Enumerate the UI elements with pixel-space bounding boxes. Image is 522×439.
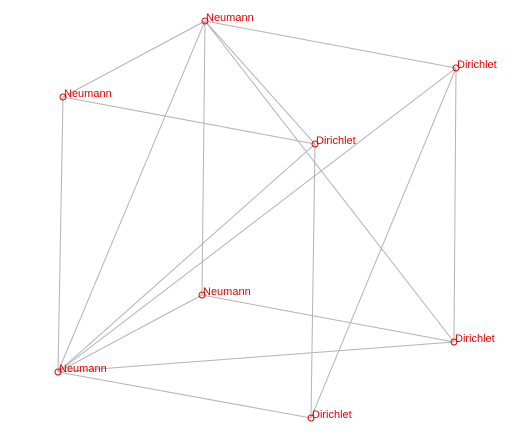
edge-n1-n6 <box>57 20 206 373</box>
node-n6: Neumann <box>54 363 107 376</box>
edge-n3-n6 <box>57 67 457 373</box>
edge-n1-n4 <box>204 20 316 145</box>
node-n7: Dirichlet <box>450 333 495 346</box>
node-marker <box>452 64 460 72</box>
node-marker <box>201 17 209 25</box>
node-marker <box>450 338 458 346</box>
node-n3: Dirichlet <box>452 59 497 72</box>
node-label: Neumann <box>203 286 251 298</box>
node-n2: Neumann <box>59 88 112 101</box>
edge-layer <box>57 20 457 419</box>
node-layer: NeumannNeumannDirichletDirichletNeumannN… <box>54 12 497 422</box>
edge-n2-n6 <box>57 96 64 373</box>
node-label: Dirichlet <box>312 409 352 421</box>
node-n4: Dirichlet <box>311 135 356 148</box>
edge-n1-n3 <box>204 20 457 69</box>
edge-n5-n6 <box>57 294 203 373</box>
edge-n5-n7 <box>201 294 455 343</box>
node-label: Neumann <box>64 88 112 100</box>
node-label: Neumann <box>59 363 107 375</box>
edge-n3-n8 <box>310 67 457 419</box>
node-label: Neumann <box>206 12 254 24</box>
node-marker <box>59 93 67 101</box>
node-n8: Dirichlet <box>307 409 352 422</box>
edge-n4-n6 <box>57 143 316 373</box>
node-n5: Neumann <box>198 286 251 299</box>
edge-n3-n7 <box>453 67 457 343</box>
edge-n4-n8 <box>310 143 316 419</box>
node-label: Dirichlet <box>316 135 356 147</box>
edge-n1-n7 <box>204 20 455 343</box>
node-marker <box>307 414 315 422</box>
node-marker <box>198 291 206 299</box>
node-marker <box>54 368 62 376</box>
node-marker <box>311 140 319 148</box>
edge-n1-n5 <box>201 20 206 296</box>
edge-n2-n4 <box>62 96 316 145</box>
edge-n6-n7 <box>57 341 455 373</box>
node-label: Dirichlet <box>455 333 495 345</box>
edge-n6-n8 <box>57 371 312 419</box>
edge-n1-n2 <box>62 20 206 98</box>
node-n1: Neumann <box>201 12 254 25</box>
node-label: Dirichlet <box>457 59 497 71</box>
